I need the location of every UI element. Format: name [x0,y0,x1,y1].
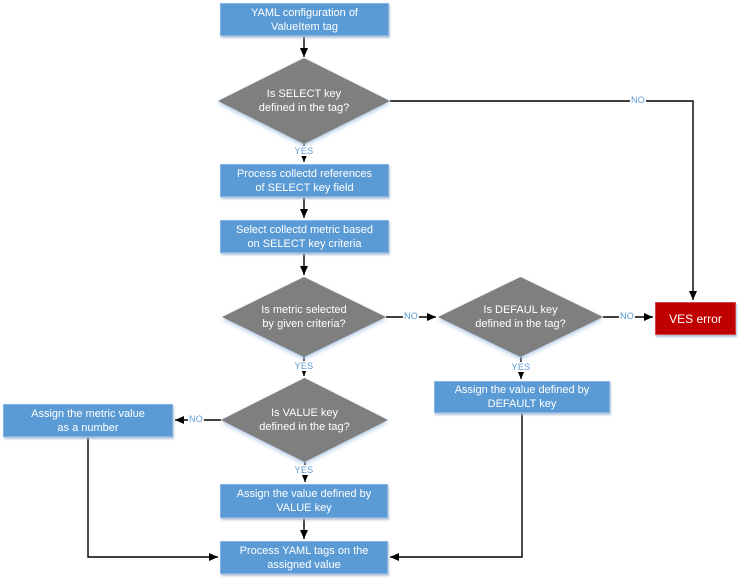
decision-select-key: Is SELECT key defined in the tag? [218,58,390,144]
decision-select-key-wrap: Is SELECT key defined in the tag? [218,58,390,144]
decision-value-key: Is VALUE key defined in the tag? [221,378,388,462]
node-yaml-config: YAML configuration of ValueItem tag [220,3,389,36]
branch-label-default-no: NO [618,311,636,321]
branch-label-select-yes: YES [293,146,315,156]
decision-value-key-wrap: Is VALUE key defined in the tag? [221,378,388,462]
branch-label-value-yes: YES [293,465,315,475]
branch-label-default-yes: YES [510,362,532,372]
edge-assign-default-to-process-yaml [390,413,523,561]
node-ves-error: VES error [655,302,736,335]
decision-metric-selected: Is metric selected by given criteria? [222,277,386,357]
node-assign-metric-value: Assign the metric value as a number [3,404,173,437]
node-assign-default-value: Assign the value defined by DEFAULT key [434,381,610,413]
decision-default-key-wrap: Is DEFAUL key defined in the tag? [438,277,603,357]
decision-metric-selected-wrap: Is metric selected by given criteria? [222,277,386,357]
branch-label-metric-yes: YES [293,361,315,371]
branch-label-metric-no: NO [402,311,420,321]
node-process-references: Process collectd references of SELECT ke… [220,164,389,197]
edge-assign-metric-to-process-yaml [87,437,218,561]
node-process-yaml-tags: Process YAML tags on the assigned value [220,541,388,574]
node-select-metric: Select collectd metric based on SELECT k… [220,220,389,253]
decision-default-key: Is DEFAUL key defined in the tag? [438,277,603,357]
edge-select-no-to-ves [390,100,697,300]
branch-label-value-no: NO [187,414,205,424]
node-assign-value-key: Assign the value defined by VALUE key [220,484,388,518]
branch-label-select-no: NO [629,95,647,105]
